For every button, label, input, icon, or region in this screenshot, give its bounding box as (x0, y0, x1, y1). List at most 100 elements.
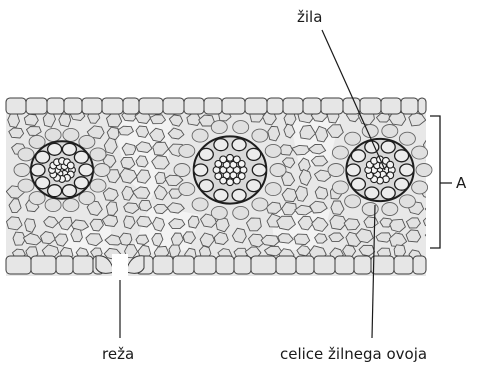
mesophyll-cell (169, 245, 180, 257)
epidermis-cell (335, 256, 354, 274)
mesophyll-cell (294, 234, 310, 245)
bundle-sheath-cell (199, 180, 213, 192)
bundle-sheath-cell (395, 150, 409, 162)
mesophyll-cell (192, 129, 208, 142)
bundle-sheath-cell (395, 178, 409, 190)
bundle-sheath-cell (74, 151, 88, 163)
mesophyll-cell (9, 128, 24, 138)
vascular-cell (387, 161, 394, 168)
mesophyll-cell (90, 179, 106, 192)
mesophyll-cell (252, 198, 268, 211)
label-vein: žila (297, 8, 322, 26)
mesophyll-cell (14, 164, 30, 177)
mesophyll-cell (192, 198, 208, 211)
bundle-sheath-cell (74, 177, 88, 189)
mesophyll-cell (179, 183, 195, 196)
epidermis-cell (6, 256, 31, 274)
mesophyll-cell (412, 146, 428, 159)
bundle-sheath-cell (247, 180, 261, 192)
epidermis-cell (371, 256, 394, 274)
epidermis-cell (267, 98, 283, 114)
mesophyll-cell (265, 183, 281, 196)
bundle-sheath-cell (232, 189, 246, 201)
mesophyll-cell (412, 181, 428, 194)
epidermis-cell (26, 98, 47, 114)
mesophyll-cell (270, 164, 286, 177)
epidermis-cell (102, 98, 123, 114)
bundle-sheath-cell (400, 164, 414, 176)
bundle-sheath-cell (36, 151, 50, 163)
mesophyll-cell (150, 115, 166, 124)
vascular-cell (233, 177, 240, 184)
epidermis-cell (303, 98, 321, 114)
epidermis-cell (153, 256, 173, 274)
mesophyll-cell (59, 114, 71, 127)
mesophyll-cell (233, 206, 249, 219)
epidermis-cell (204, 98, 222, 114)
mesophyll-cell (90, 148, 106, 161)
epidermis-cell (139, 98, 163, 114)
bundle-sheath-cell (62, 185, 76, 197)
bundle-sheath-cell (381, 141, 395, 153)
lower-epidermis (6, 256, 426, 274)
epidermis-cell (283, 98, 303, 114)
bundle-sheath-cell (247, 148, 261, 160)
label-section-a: A (456, 174, 467, 192)
epidermis-cell (56, 256, 73, 274)
epidermis-cell (184, 98, 204, 114)
epidermis-cell (6, 98, 26, 114)
mesophyll-cell (18, 148, 34, 161)
bundle-sheath-cell (346, 164, 360, 176)
epidermis-cell (194, 256, 216, 274)
bundle-sheath-cell (48, 185, 62, 197)
mesophyll-cell (315, 187, 328, 200)
bundle-sheath-cell (194, 164, 208, 176)
bundle-sheath-cell (365, 187, 379, 199)
epidermis-cell (296, 256, 314, 274)
bundle-sheath-cell (351, 178, 365, 190)
epidermis-cell (245, 98, 267, 114)
mesophyll-cell (394, 245, 405, 257)
epidermis-cell (47, 98, 64, 114)
mesophyll-cell (416, 164, 432, 177)
epidermis-cell (343, 98, 360, 114)
mesophyll-cell (45, 128, 61, 141)
section-bracket (430, 116, 452, 248)
mesophyll-cell (332, 181, 348, 194)
epidermis-cell (234, 256, 251, 274)
mesophyll-cell (399, 132, 415, 145)
vascular-cell (220, 156, 227, 163)
vascular-cell (67, 162, 74, 169)
bundle-sheath-cell (381, 187, 395, 199)
mesophyll-cell (425, 205, 439, 214)
upper-epidermis (6, 98, 426, 114)
mesophyll-cell (332, 146, 348, 159)
bundle-sheath-cell (62, 143, 76, 155)
epidermis-cell (31, 256, 56, 274)
mesophyll-cell (137, 216, 152, 227)
epidermis-cell (73, 256, 93, 274)
bundle-sheath-cell (48, 143, 62, 155)
mesophyll-cell (179, 144, 195, 157)
mesophyll-cell (211, 206, 227, 219)
mesophyll-cell (252, 129, 268, 142)
mesophyll-cell (423, 217, 436, 226)
epidermis-cell (251, 256, 276, 274)
vascular-cell (227, 154, 234, 161)
vascular-cell (227, 179, 234, 186)
bundle-sheath-cell (214, 139, 228, 151)
bundle-sheath-cell (36, 177, 50, 189)
epidermis-cell (222, 98, 245, 114)
epidermis-cell (418, 98, 426, 114)
epidermis-cell (381, 98, 401, 114)
mesophyll-cell (382, 203, 398, 216)
mesophyll-cell (362, 203, 378, 216)
label-stoma: reža (102, 345, 134, 363)
epidermis-cell (354, 256, 371, 274)
bundle-sheath-cell (214, 189, 228, 201)
vascular-cell (238, 161, 245, 168)
epidermis-cell (314, 256, 335, 274)
mesophyll-cell (18, 179, 34, 192)
epidermis-cell (321, 98, 343, 114)
mesophyll-cell (174, 164, 190, 177)
